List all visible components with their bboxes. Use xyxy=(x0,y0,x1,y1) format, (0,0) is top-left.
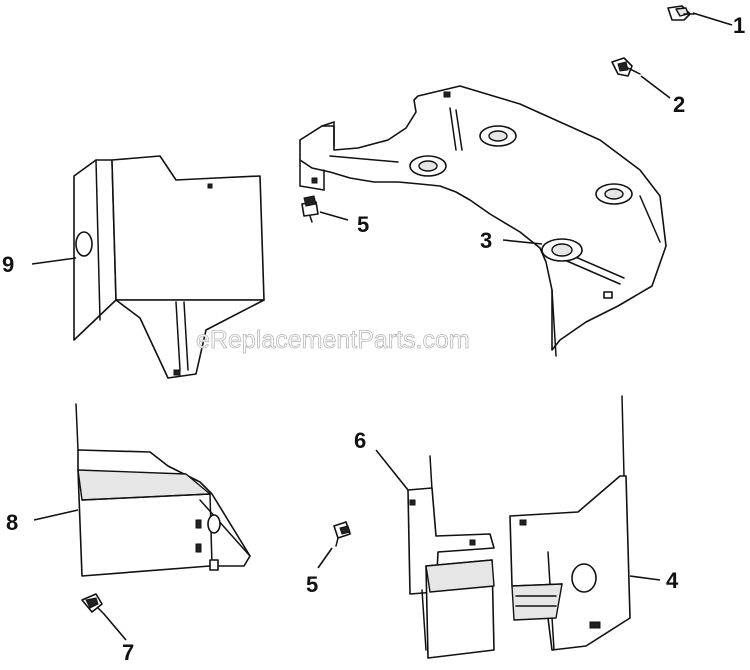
leader-4 xyxy=(629,575,661,581)
callout-3: 3 xyxy=(480,228,492,253)
part-2-screw[interactable] xyxy=(611,57,641,77)
watermark: eReplacementParts.com xyxy=(196,326,470,354)
part-8-side-shroud[interactable] xyxy=(75,403,251,577)
callout-5-lower: 5 xyxy=(306,572,318,597)
callout-9: 9 xyxy=(2,252,14,277)
leader-5-upper xyxy=(319,211,349,221)
part-5-screw-lower[interactable] xyxy=(333,521,351,547)
part-4-lower-baffle[interactable] xyxy=(509,395,631,651)
part-7-screw[interactable] xyxy=(81,593,105,615)
part-9-shroud[interactable] xyxy=(73,155,265,379)
leader-8 xyxy=(33,509,79,521)
callout-4: 4 xyxy=(666,568,679,593)
leader-7 xyxy=(103,613,127,641)
callout-1: 1 xyxy=(733,13,745,38)
callout-7: 7 xyxy=(122,640,134,665)
part-6-bracket[interactable] xyxy=(407,455,495,659)
callout-2: 2 xyxy=(673,92,685,117)
part-3-baffle-plate[interactable] xyxy=(299,85,667,357)
leader-3 xyxy=(502,239,543,245)
part-5-screw-upper[interactable] xyxy=(301,195,319,223)
leader-2 xyxy=(640,75,671,99)
callout-6: 6 xyxy=(354,428,366,453)
callout-5-upper: 5 xyxy=(357,212,369,237)
part-1-screw[interactable] xyxy=(667,5,695,21)
leader-6 xyxy=(375,449,409,491)
leader-5-lower xyxy=(317,547,333,569)
callout-8: 8 xyxy=(6,510,18,535)
leader-9 xyxy=(31,257,77,265)
leader-1 xyxy=(692,12,733,26)
